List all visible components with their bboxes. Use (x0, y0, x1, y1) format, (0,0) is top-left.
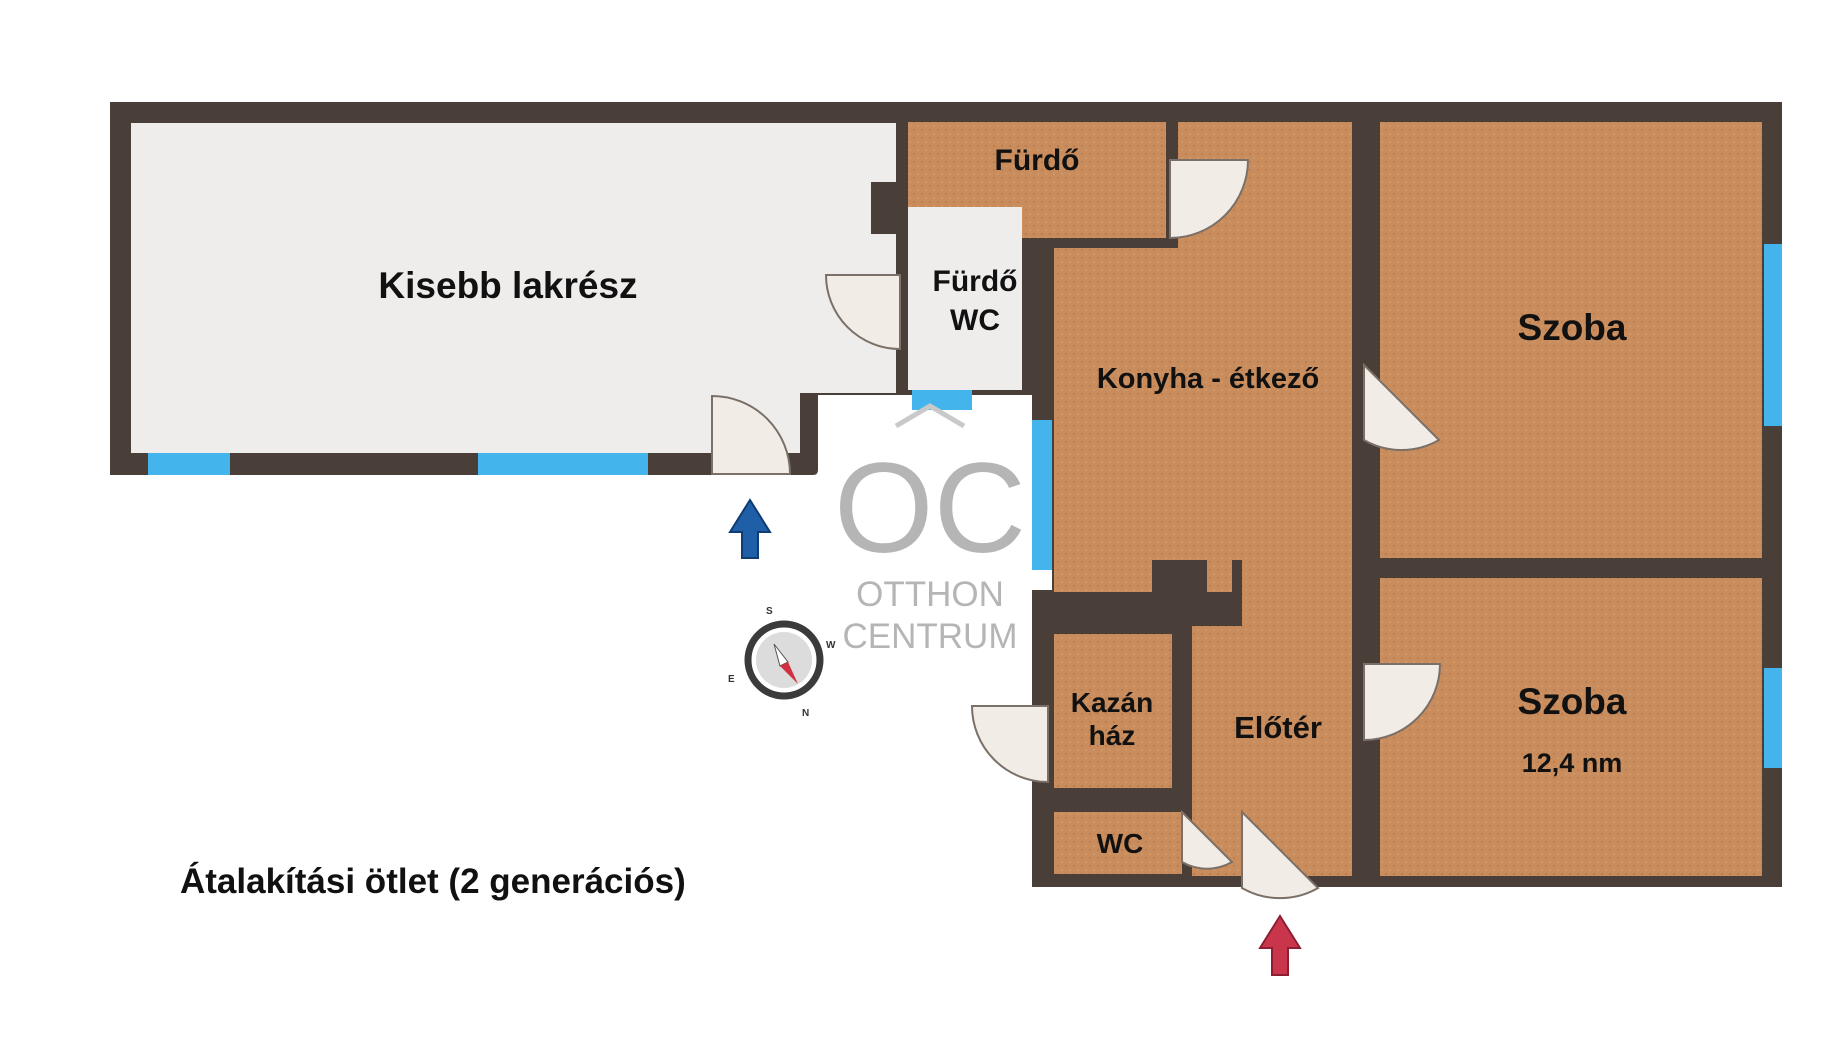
window (478, 453, 648, 475)
door-swing (1169, 159, 1250, 240)
door-swing (1181, 809, 1234, 870)
kazan-haz-floor (1054, 634, 1172, 788)
entrance-arrow-blue (728, 498, 772, 559)
room-label-wc: WC (1097, 828, 1144, 859)
wc-floor (1054, 812, 1182, 874)
window (1764, 668, 1782, 768)
entrance-arrow-red (1258, 914, 1302, 976)
konyha-wall-block (1232, 560, 1242, 626)
furdo-wc-floor (908, 207, 1022, 390)
room-area-szoba-lower: 12,4 nm (1522, 748, 1623, 778)
compass-label-n: N (802, 708, 809, 719)
konyha-floor (1054, 122, 1352, 876)
compass-label-e: E (728, 674, 735, 685)
room-label-szoba-upper: Szoba (1518, 307, 1627, 348)
door-swing (970, 705, 1049, 784)
room-label-furdo-top: Fürdő (995, 144, 1080, 177)
window (1032, 420, 1052, 570)
logo-line2: CENTRUM (843, 617, 1018, 656)
arrow-up-icon (1258, 914, 1302, 976)
room-label-szoba-lower: Szoba (1518, 681, 1627, 722)
compass-needle-icon (780, 662, 798, 684)
logo-line1: OTTHON (856, 575, 1004, 614)
otthon-centrum-logo: OC OTTHON CENTRUM (834, 403, 1026, 656)
left-wing (110, 102, 902, 475)
main-wing (896, 102, 1782, 887)
door-swing (1363, 663, 1442, 742)
room-label-konyha: Konyha - étkező (1097, 363, 1319, 395)
room-label-furdo-wc: WC (950, 304, 1000, 337)
plan-caption: Átalakítási ötlet (2 generációs) (180, 862, 686, 901)
room-label-kazan-haz: Kazán (1071, 687, 1153, 718)
door-swing (711, 394, 792, 475)
door-swing (824, 274, 901, 351)
compass-label-s: S (766, 606, 773, 617)
room-label-kisebb-lakresz: Kisebb lakrész (378, 265, 637, 306)
door-swing (1363, 362, 1441, 451)
szoba-lower-floor (1380, 578, 1762, 876)
window (1764, 244, 1782, 426)
room-label-kazan-haz: ház (1089, 720, 1136, 751)
room-label-eloter: Előtér (1234, 710, 1322, 745)
konyha-wall-block (1152, 560, 1207, 600)
logo-monogram: OC (834, 437, 1026, 580)
door-swing (1241, 809, 1320, 900)
kisebb-lakresz-floor (131, 123, 896, 453)
szoba-upper-floor (1380, 122, 1762, 558)
compass: S W N E (728, 606, 836, 719)
room-label-furdo-wc: Fürdő (933, 265, 1018, 298)
window (912, 390, 972, 410)
compass-label-w: W (826, 640, 836, 651)
logo-roof-icon (894, 403, 966, 429)
arrow-up-icon (728, 498, 772, 559)
doors (711, 159, 1442, 900)
konyha-wall-block (1052, 592, 1240, 626)
window (148, 453, 230, 475)
